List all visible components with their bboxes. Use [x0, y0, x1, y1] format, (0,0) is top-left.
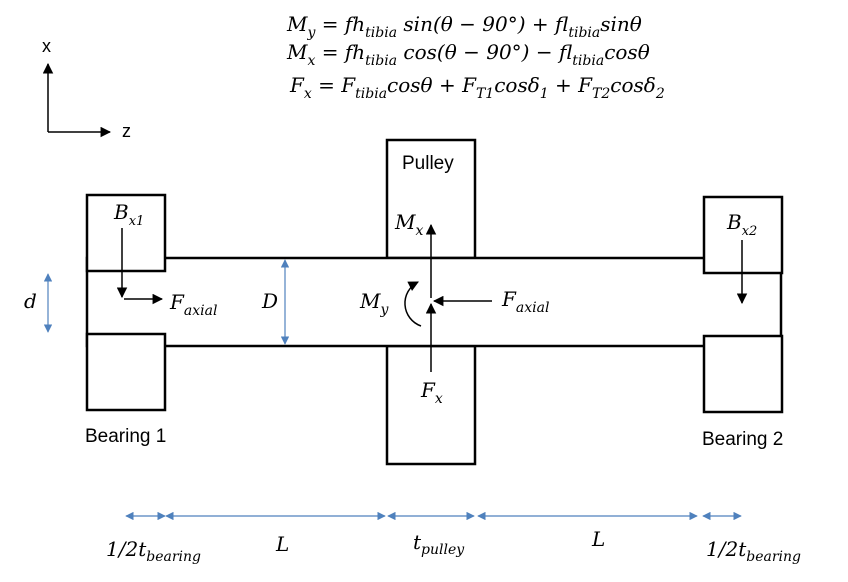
mx-label: Mx — [394, 210, 423, 239]
equation-my: My = fhtibia sin(θ − 90°) + fltibiasinθ — [286, 12, 642, 41]
force-arrows — [116, 223, 748, 372]
t-pulley-label: tpulley — [413, 530, 465, 558]
equation-fx: Fx = Ftibiacosθ + FT1cosδ1 + FT2cosδ2 — [289, 73, 665, 102]
L-left-label: L — [275, 532, 289, 556]
x-axis-label: x — [42, 36, 51, 56]
pulley-label: Pulley — [402, 153, 454, 174]
bx2-label: Bx2 — [726, 210, 757, 239]
my-rotation-arrow — [404, 281, 422, 327]
shaft-assembly — [85, 138, 784, 466]
dimension-lines — [43, 259, 742, 521]
bearing2-top — [702, 195, 784, 275]
fx-label: Fx — [420, 378, 443, 407]
equations: My = fhtibia sin(θ − 90°) + fltibiasinθ … — [286, 12, 665, 102]
d-label: d — [24, 289, 37, 313]
faxial-right-label: Faxial — [501, 287, 549, 316]
z-axis-label: z — [122, 121, 131, 141]
bearing2-bottom — [702, 334, 784, 414]
bearing1-label: Bearing 1 — [85, 426, 166, 447]
half-t-bearing-left-label: 1/2tbearing — [106, 537, 201, 565]
faxial-left-label: Faxial — [169, 290, 217, 319]
my-label: My — [359, 289, 389, 318]
bx1-label: Bx1 — [113, 200, 144, 229]
shaft-body — [85, 256, 783, 348]
L-right-label: L — [591, 527, 605, 551]
coordinate-axes: x z — [42, 36, 131, 141]
half-t-bearing-right-label: 1/2tbearing — [706, 537, 801, 565]
bearing2-label: Bearing 2 — [702, 429, 783, 450]
D-label: D — [261, 289, 278, 313]
bearing1-top — [85, 193, 167, 273]
equation-mx: Mx = fhtibia cos(θ − 90°) − fltibiacosθ — [286, 40, 650, 69]
bearing1-bottom — [85, 332, 167, 412]
